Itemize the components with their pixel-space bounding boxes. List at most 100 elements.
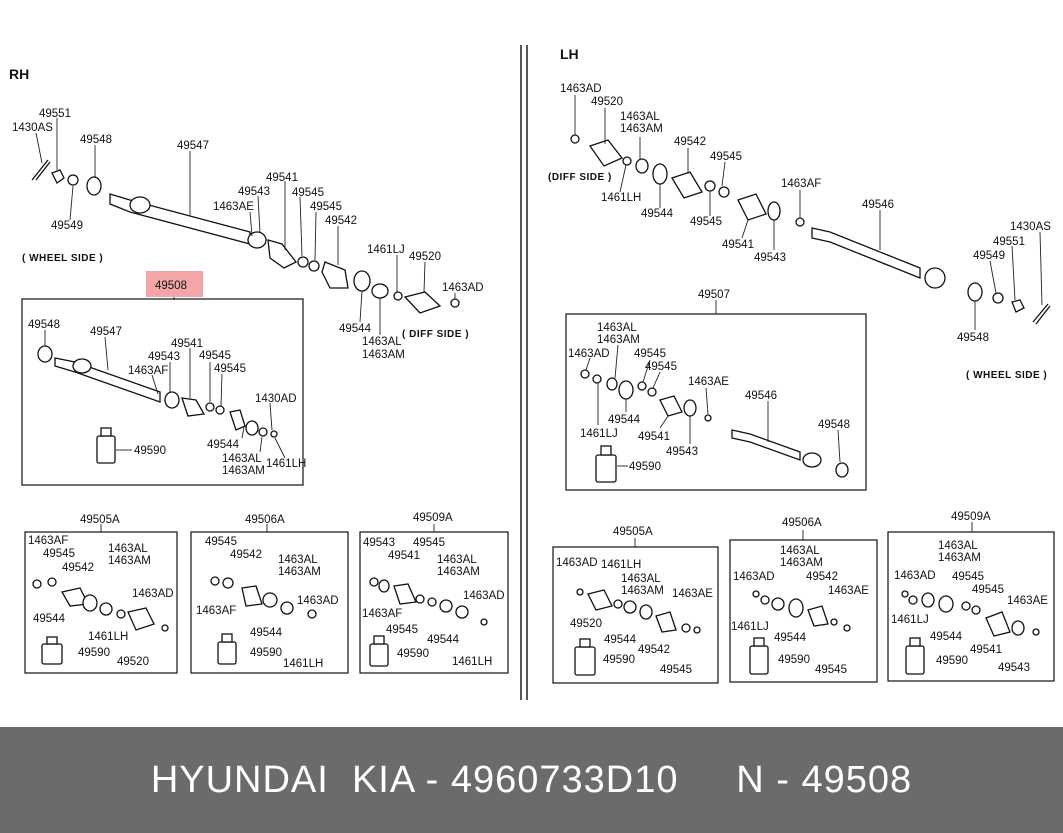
lh-sub1-parts — [574, 588, 701, 676]
lh-sub-49505A — [552, 546, 719, 684]
rh-box-labels: 49548 49547 49541 49543 49545 1463AF 495… — [28, 319, 306, 477]
lh-box-label: 1463AE — [688, 376, 729, 388]
lh-sub3-label: 1463AE — [1007, 595, 1048, 607]
rh-sub3-label: 1461LH — [452, 656, 492, 668]
lh-sub2-label: 49506A — [782, 517, 822, 529]
rh-sub3-label: 1463AF — [362, 608, 402, 620]
lh-sub2-label: 49590 — [778, 654, 810, 666]
lh-sub2-label: 1461LJ — [731, 621, 769, 633]
rh-sub3-label: 49545 — [386, 624, 418, 636]
lh-box-label: 49546 — [745, 390, 777, 402]
rh-box-leaders — [44, 330, 286, 459]
rh-label: 1463AD — [442, 282, 484, 294]
rh-box-label: 1463AM — [222, 465, 265, 477]
rh-sub-49506A — [190, 531, 349, 674]
rh-sub1-label: 49590 — [78, 647, 110, 659]
lh-sub3-label: 1463AL — [938, 540, 978, 552]
lh-label: 49543 — [754, 252, 786, 264]
lh-sub2-label: 49545 — [815, 664, 847, 676]
lh-label: 49548 — [957, 332, 989, 344]
lh-label: 49541 — [722, 239, 754, 251]
lh-sub3-label: 49544 — [930, 631, 963, 643]
lh-box-label: 49543 — [666, 446, 698, 458]
rh-sub1-label: 1463AD — [132, 588, 174, 600]
rh-sub2-label: 1463AD — [297, 595, 339, 607]
rh-sub3-label: 1463AM — [437, 566, 480, 578]
lh-sub2-label: 1463AD — [733, 571, 775, 583]
lh-label: 49545 — [690, 216, 722, 228]
rh-label: 1463AM — [362, 349, 405, 361]
rh-label: 49542 — [325, 215, 357, 227]
lh-box-49507 — [565, 313, 867, 491]
rh-sub1-label: 49520 — [117, 656, 149, 668]
rh-label: 49547 — [177, 140, 209, 152]
lh-sub2-label: 1463AL — [780, 545, 820, 557]
rh-box-label: 49590 — [134, 445, 166, 457]
rh-sub1-label: 49505A — [80, 514, 120, 526]
rh-sub2-label: 49506A — [245, 514, 285, 526]
lh-sub1-label: 1463AE — [672, 588, 713, 600]
note-rh-wheel-side: ( WHEEL SIDE ) — [22, 253, 103, 264]
rh-box-label: 49543 — [148, 351, 180, 363]
lh-sub3-label: 1463AM — [938, 552, 981, 564]
lh-sub1-label: 49590 — [603, 654, 635, 666]
rh-main-leaders — [35, 118, 456, 335]
lh-label: 49545 — [710, 151, 742, 163]
lh-label: 1463AF — [781, 178, 821, 190]
note-lh-wheel-side: ( WHEEL SIDE ) — [966, 370, 1047, 381]
rh-sub1-label: 1461LH — [88, 631, 128, 643]
parts-diagram: RH LH ( WHEEL SIDE ) ( DIFF SIDE ) (DIFF… — [9, 45, 1055, 700]
rh-sub1-label: 49545 — [43, 548, 75, 560]
rh-box-label: 49545 — [199, 350, 231, 362]
rh-label: 1461LJ — [367, 244, 405, 256]
rh-sub1-label: 1463AM — [108, 555, 151, 567]
rh-sub2-label: 1463AM — [278, 566, 321, 578]
lh-sub2-label: 49542 — [806, 571, 838, 583]
rh-box-label: 49545 — [214, 363, 246, 375]
lh-main-labels: 1463AD 49520 1463AL 1463AM 49542 49545 1… — [560, 83, 1051, 344]
rh-label: 49551 — [39, 108, 71, 120]
lh-label: 1463AD — [560, 83, 602, 95]
footer-bar: HYUNDAI KIA - 4960733D10 N - 49508 — [0, 727, 1063, 833]
rh-sub1-label: 1463AF — [28, 535, 68, 547]
lh-box-parts — [580, 369, 849, 483]
rh-box-label: 49541 — [171, 338, 203, 350]
rh-box-label: 1430AD — [255, 393, 297, 405]
rh-label: 49543 — [238, 186, 270, 198]
lh-sub2-parts — [749, 590, 851, 675]
lh-box-label: 49590 — [629, 461, 661, 473]
rh-label: 49545 — [310, 201, 342, 213]
highlight-49508[interactable] — [146, 271, 203, 297]
highlight-label: 49508 — [155, 280, 187, 292]
lh-sub3-label: 49545 — [952, 571, 984, 583]
lh-sub3-label: 49541 — [970, 644, 1002, 656]
rh-sub3-label: 49544 — [427, 634, 460, 646]
lh-label: 1461LH — [601, 192, 641, 204]
rh-box-label: 1463AF — [128, 365, 168, 377]
lh-main-parts — [570, 134, 1051, 325]
lh-sub2-label: 1463AM — [780, 557, 823, 569]
lh-label: 49546 — [862, 199, 894, 211]
lh-sub1-label: 1463AL — [621, 573, 661, 585]
lh-box-label: 49507 — [698, 289, 730, 301]
note-rh-diff-side: ( DIFF SIDE ) — [402, 329, 469, 340]
lh-sub2-label: 49544 — [774, 632, 807, 644]
lh-box-label: 49541 — [638, 431, 670, 443]
lh-main-leaders — [574, 95, 1043, 330]
rh-sub1-parts — [32, 577, 169, 665]
rh-label: 49548 — [80, 134, 112, 146]
rh-sub2-labels: 49506A 49545 49542 1463AL 1463AM 1463AF … — [196, 514, 339, 670]
rh-label: 1463AE — [213, 201, 254, 213]
lh-label: 49549 — [973, 250, 1005, 262]
rh-sub2-label: 49544 — [250, 627, 283, 639]
rh-label: 49544 — [339, 323, 372, 335]
lh-sub-49506A — [729, 539, 878, 683]
rh-sub1-label: 1463AL — [108, 543, 148, 555]
lh-sub3-label: 49543 — [998, 662, 1030, 674]
lh-sub1-label: 49544 — [604, 634, 637, 646]
lh-sub3-label: 49590 — [936, 655, 968, 667]
lh-box-labels: 49507 1463AL 1463AM 1463AD 49545 49545 1… — [568, 289, 850, 473]
rh-sub3-labels: 49509A 49543 49545 49541 1463AL 1463AM 1… — [362, 512, 505, 668]
rh-main-parts — [31, 159, 460, 314]
rh-box-label: 1461LH — [266, 458, 306, 470]
